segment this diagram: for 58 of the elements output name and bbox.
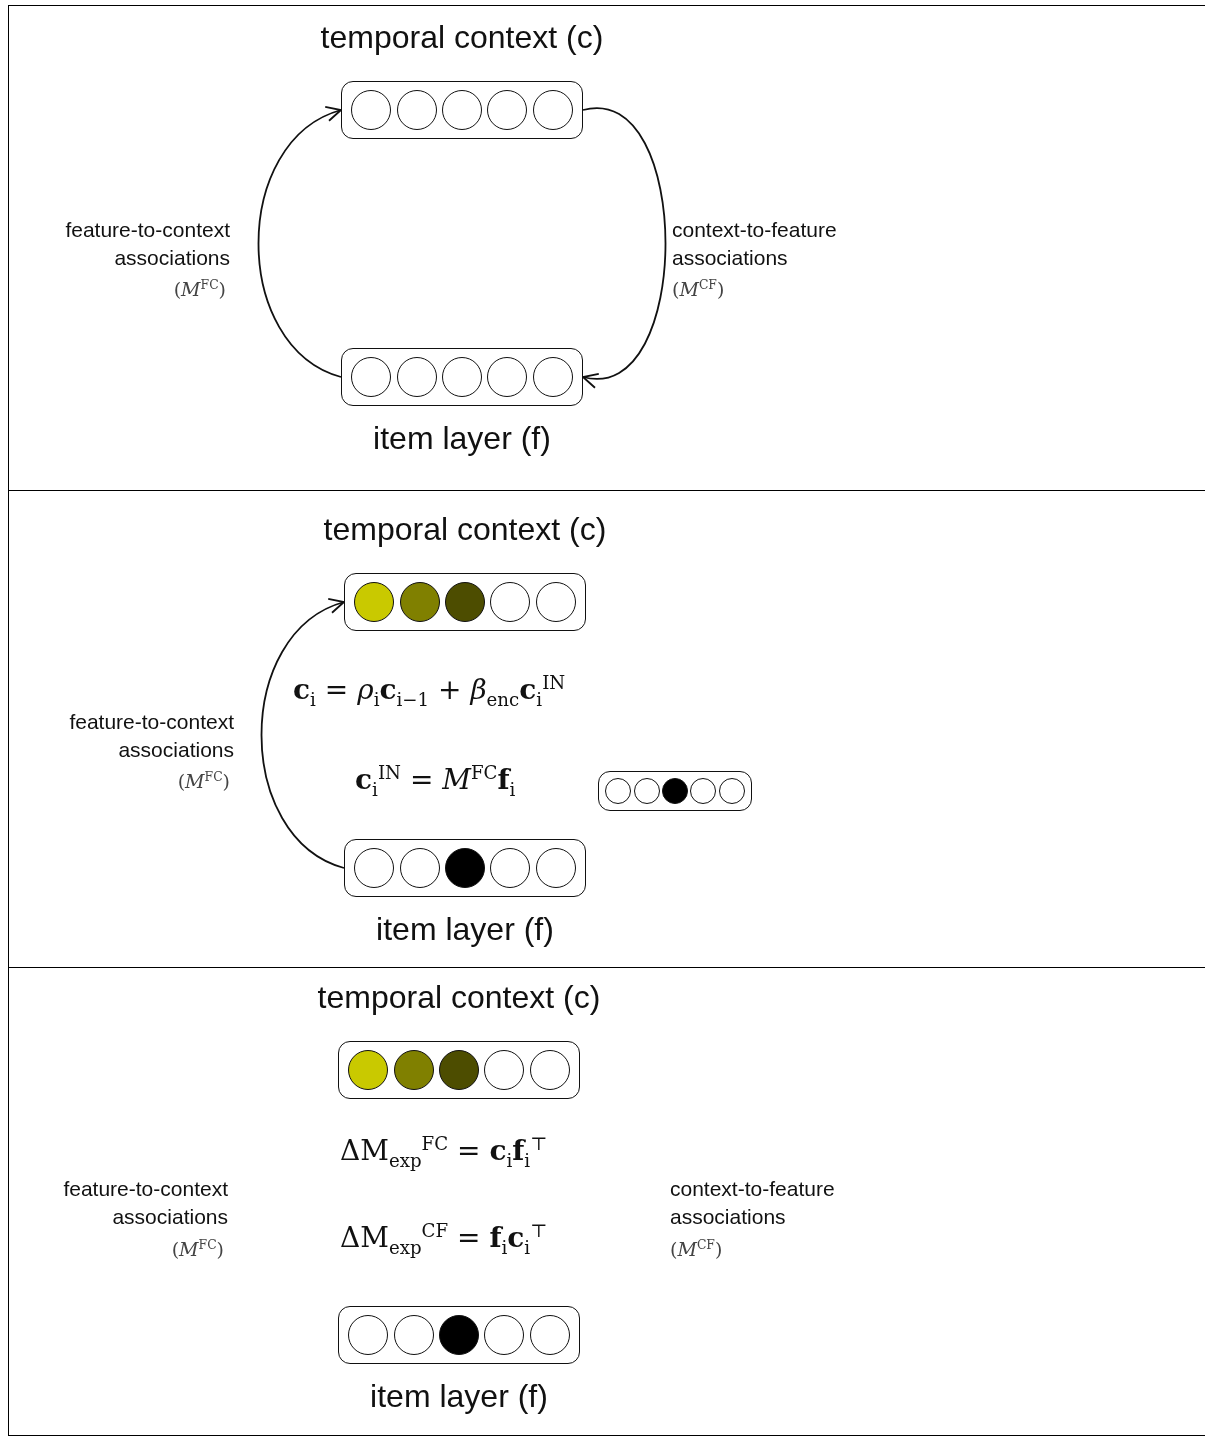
unit-circle: [529, 1050, 570, 1090]
unit-circle: [439, 1050, 479, 1090]
unit-circle: [396, 90, 437, 130]
unit-circle: [393, 1050, 434, 1090]
matrix-symbol: (M$^{FC}$): [176, 770, 230, 793]
unit-circle: [351, 90, 392, 130]
unit-circle: [442, 90, 482, 130]
unit-circle: [633, 778, 660, 804]
curved-arrow: [582, 108, 667, 386]
unit-circle: [439, 1315, 479, 1355]
panel-frame: [8, 5, 1205, 491]
unit-circle: [535, 582, 576, 622]
matrix-symbol: (M$^{FC}$): [172, 278, 226, 301]
unit-circle: [532, 357, 573, 397]
unit-circle: [529, 1315, 570, 1355]
unit-circle: [535, 848, 576, 888]
unit-circle: [690, 778, 717, 804]
unit-circle: [396, 357, 437, 397]
unit-circle: [348, 1050, 389, 1090]
association-label: feature-to-context associations: [62, 1176, 228, 1230]
layer-title: item layer (f): [372, 420, 552, 457]
unit-circle: [487, 90, 528, 130]
panel-frame: [8, 967, 1205, 1436]
layer-title: temporal context (c): [319, 19, 605, 56]
edge-label: feature-to-context associations: [68, 709, 234, 763]
unit-circle: [354, 582, 395, 622]
unit-circle: [487, 357, 528, 397]
unit-circle: [399, 582, 440, 622]
curved-arrow: [257, 108, 342, 378]
unit-circle: [490, 582, 531, 622]
mini-vector-box: [598, 771, 752, 811]
unit-circle: [348, 1315, 389, 1355]
unit-circle: [354, 848, 395, 888]
unit-circle: [484, 1315, 525, 1355]
unit-circle: [399, 848, 440, 888]
unit-circle: [532, 90, 573, 130]
unit-circle: [351, 357, 392, 397]
unit-circle: [605, 778, 632, 804]
curved-arrow: [260, 600, 345, 869]
unit-circle: [445, 582, 485, 622]
matrix-symbol: (M$^{CF}$): [672, 278, 726, 301]
association-label: context-to-feature associations: [670, 1176, 836, 1230]
unit-circle: [662, 778, 688, 804]
unit-circle: [718, 778, 745, 804]
edge-label: feature-to-context associations: [64, 217, 230, 271]
matrix-symbol: (M$^{FC}$): [170, 1238, 224, 1261]
layer-title: item layer (f): [369, 1378, 549, 1415]
layer-title: temporal context (c): [316, 979, 602, 1016]
unit-circle: [484, 1050, 525, 1090]
unit-circle: [490, 848, 531, 888]
layer-title: temporal context (c): [322, 511, 608, 548]
unit-circle: [393, 1315, 434, 1355]
unit-circle: [442, 357, 482, 397]
unit-circle: [445, 848, 485, 888]
matrix-symbol: (M$^{CF}$): [670, 1238, 724, 1261]
edge-label: context-to-feature associations: [672, 217, 838, 271]
equation: c$_{i}$$^{IN}$ = M$^{FC}$f$_{i}$: [355, 762, 516, 800]
layer-title: item layer (f): [375, 911, 555, 948]
